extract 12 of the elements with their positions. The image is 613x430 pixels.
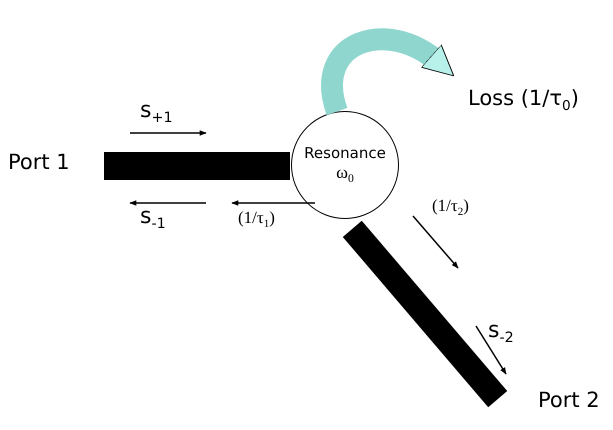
wave-amplitude-label: s$_{+1}$ (140, 98, 173, 126)
loss-label: Loss (1/τ$_{0}$) (468, 86, 579, 114)
waveguide-bar (104, 152, 290, 180)
decay-rate-label: (1/τ$_{1}$) (238, 208, 275, 230)
port-label: Port 1 (8, 150, 70, 174)
port-label: Port 2 (538, 388, 600, 412)
wave-amplitude-label: s$_{-1}$ (140, 204, 166, 232)
decay-rate-label: (1/τ$_{2}$) (432, 196, 469, 218)
wave-amplitude-label: s$_{-2}$ (488, 318, 514, 346)
resonator-label: Resonance (304, 144, 386, 162)
loss-arrow (321, 28, 456, 114)
frequency-label: ω$_{0}$ (336, 162, 354, 186)
